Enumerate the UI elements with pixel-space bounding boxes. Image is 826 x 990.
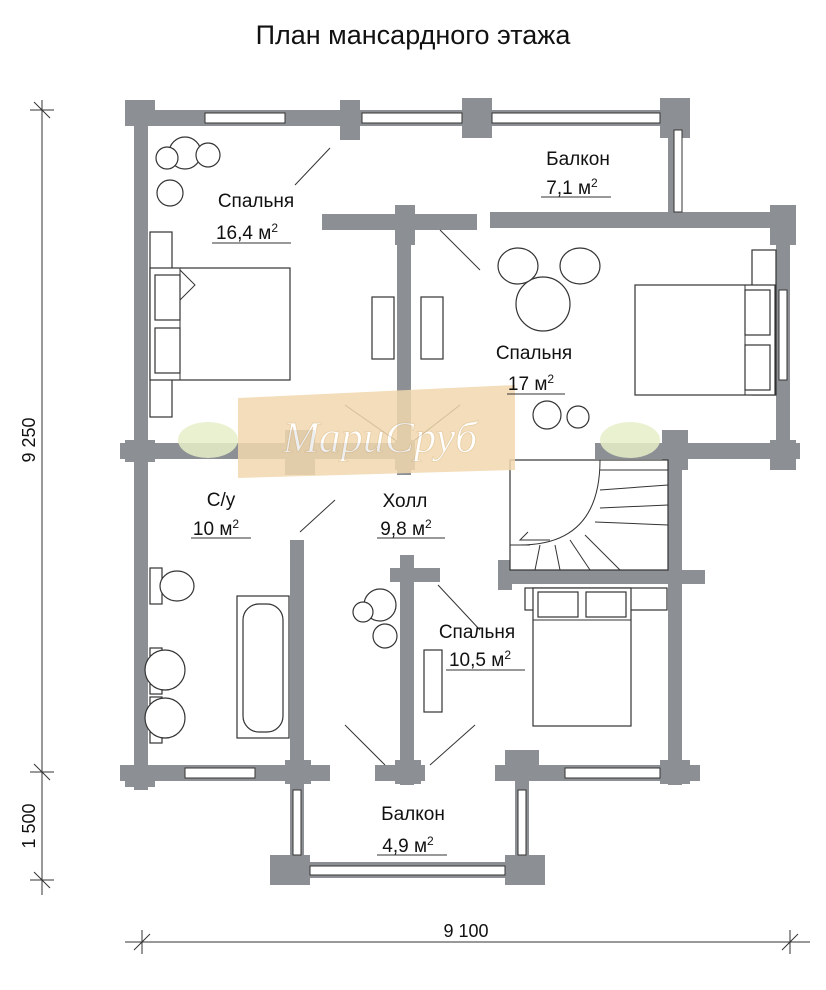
bed-icon bbox=[524, 587, 668, 727]
wardrobe-icon bbox=[371, 296, 444, 713]
plant-icon bbox=[155, 136, 590, 649]
room-labels: Спальня 16,4 м2 Балкон 7,1 м2 Спальня 17… bbox=[191, 149, 611, 857]
furniture bbox=[144, 136, 777, 744]
room-name: Балкон bbox=[381, 804, 445, 825]
table-chairs-icon bbox=[497, 247, 601, 332]
dimension-height-main: 9 250 bbox=[19, 417, 39, 462]
bed-icon bbox=[149, 231, 291, 418]
dimension-height-balcony: 1 500 bbox=[19, 803, 39, 848]
plan-title: План мансардного этажа bbox=[256, 20, 572, 50]
room-name: С/у bbox=[207, 490, 236, 511]
room-area: 10,5 м2 bbox=[449, 648, 511, 671]
bathtub-icon bbox=[236, 595, 290, 739]
dimension-lines bbox=[30, 100, 810, 954]
staircase bbox=[509, 459, 669, 571]
room-name: Холл bbox=[383, 491, 428, 512]
room-area: 10 м2 bbox=[193, 517, 239, 540]
bed-icon bbox=[634, 249, 777, 396]
room-name: Спальня bbox=[218, 191, 294, 212]
room-area: 9,8 м2 bbox=[380, 517, 432, 540]
watermark-text: МариСруб bbox=[282, 413, 479, 462]
room-area: 4,9 м2 bbox=[382, 834, 434, 857]
windows bbox=[184, 112, 788, 876]
dimension-width: 9 100 bbox=[443, 921, 488, 941]
sink-icon bbox=[144, 647, 186, 744]
room-area: 7,1 м2 bbox=[546, 176, 598, 199]
room-name: Спальня bbox=[439, 622, 515, 643]
watermark-logo: МариСруб bbox=[178, 385, 660, 478]
toilet-icon bbox=[149, 567, 195, 605]
room-area: 17 м2 bbox=[508, 372, 554, 395]
room-name: Балкон bbox=[546, 149, 610, 170]
room-area: 16,4 м2 bbox=[216, 221, 278, 244]
room-name: Спальня bbox=[496, 343, 572, 364]
